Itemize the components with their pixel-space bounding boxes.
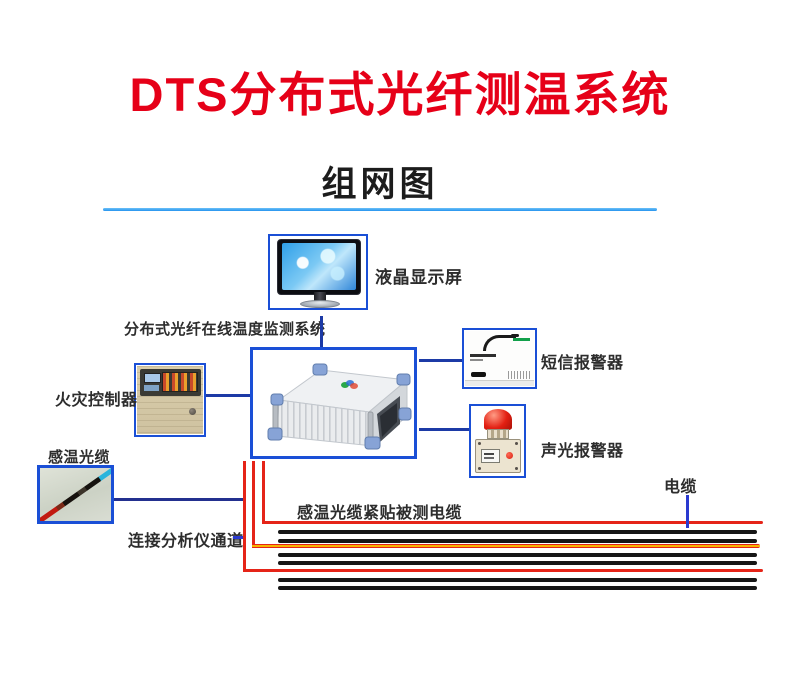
- gsm-sms-modem-icon: [465, 331, 534, 386]
- sms-vent-dots: [508, 371, 530, 379]
- power-cable-line: [278, 586, 757, 590]
- fiber-run-bottom: [243, 569, 763, 572]
- power-cable-pointer: [686, 495, 689, 528]
- section-title: 组网图: [321, 165, 439, 204]
- screw-dot: [478, 467, 481, 470]
- beacon-display: [481, 449, 500, 463]
- fiber-riser-2: [252, 461, 255, 548]
- sound-light-alarm-box: [469, 404, 526, 478]
- screw-dot: [515, 442, 518, 445]
- analyzer-sms-connector: [419, 359, 462, 362]
- analyzer-channel-label: 连接分析仪通道: [128, 533, 244, 550]
- sms-brand-mark: [513, 338, 530, 341]
- analyzer-channel-pointer: [233, 536, 246, 539]
- monitor-label: 液晶显示屏: [375, 268, 463, 287]
- fiber-run-middle: [252, 544, 760, 548]
- fire-panel-screen: [144, 373, 161, 383]
- fiber-cable-sample-icon: [40, 468, 111, 521]
- analyzer-box: [250, 347, 417, 459]
- screw-dot: [515, 467, 518, 470]
- sms-connector-port: [471, 372, 486, 377]
- fire-controller-box: [134, 363, 206, 437]
- analyzer-sound-connector: [419, 428, 469, 431]
- fire-alarm-panel-icon: [137, 366, 203, 434]
- sms-text-line: [470, 354, 496, 357]
- dts-rack-unit-icon: [267, 363, 412, 450]
- system-label: 分布式光纤在线温度监测系统: [124, 321, 326, 338]
- fire-panel-leds: [162, 372, 198, 392]
- antenna-tip: [511, 334, 519, 337]
- screw-dot: [478, 442, 481, 445]
- sms-alarm-box: [462, 328, 537, 389]
- monitor-screen: [282, 243, 356, 290]
- fiber-run-top: [262, 521, 763, 524]
- fire-controller-label: 火灾控制器: [55, 392, 138, 409]
- power-cable-label: 电缆: [664, 479, 698, 496]
- beacon-led: [506, 452, 513, 459]
- beacon-neck: [487, 429, 509, 439]
- monitor-analyzer-connector: [320, 316, 323, 347]
- sensing-cable-connector: [114, 498, 245, 501]
- sms-base-strip: [465, 380, 534, 386]
- fire-panel-display-area: [140, 369, 201, 396]
- sms-alarm-label: 短信报警器: [541, 355, 624, 372]
- divider-rule: [103, 208, 657, 211]
- antenna-icon: [483, 335, 516, 351]
- fire-panel-lock: [189, 408, 196, 415]
- sms-text-line-2: [470, 359, 483, 361]
- monitor-box: [268, 234, 368, 310]
- power-cable-line: [278, 553, 757, 557]
- sound-light-alarm-label: 声光报警器: [541, 443, 624, 460]
- cable-attach-label: 感温光缆紧贴被测电缆: [297, 505, 463, 522]
- power-cable-line: [278, 578, 757, 582]
- lcd-monitor-icon: [277, 239, 361, 295]
- monitor-stand: [314, 292, 326, 301]
- power-cable-line: [278, 539, 757, 543]
- sensing-cable-label: 感温光缆: [48, 449, 111, 466]
- power-cable-line: [278, 561, 757, 565]
- fire-panel-screen-2: [144, 385, 159, 391]
- sensing-cable-box: [37, 465, 114, 524]
- fiber-riser-3: [262, 461, 265, 524]
- page-title: DTS分布式光纤测温系统: [129, 68, 671, 121]
- monitor-base: [300, 300, 340, 308]
- fiber-riser-1: [243, 461, 246, 572]
- beacon-body: [475, 439, 521, 473]
- beacon-dome-icon: [484, 409, 512, 430]
- fiber-cable-strand: [40, 468, 111, 521]
- fire-analyzer-connector: [206, 394, 250, 397]
- power-cable-line: [278, 530, 757, 534]
